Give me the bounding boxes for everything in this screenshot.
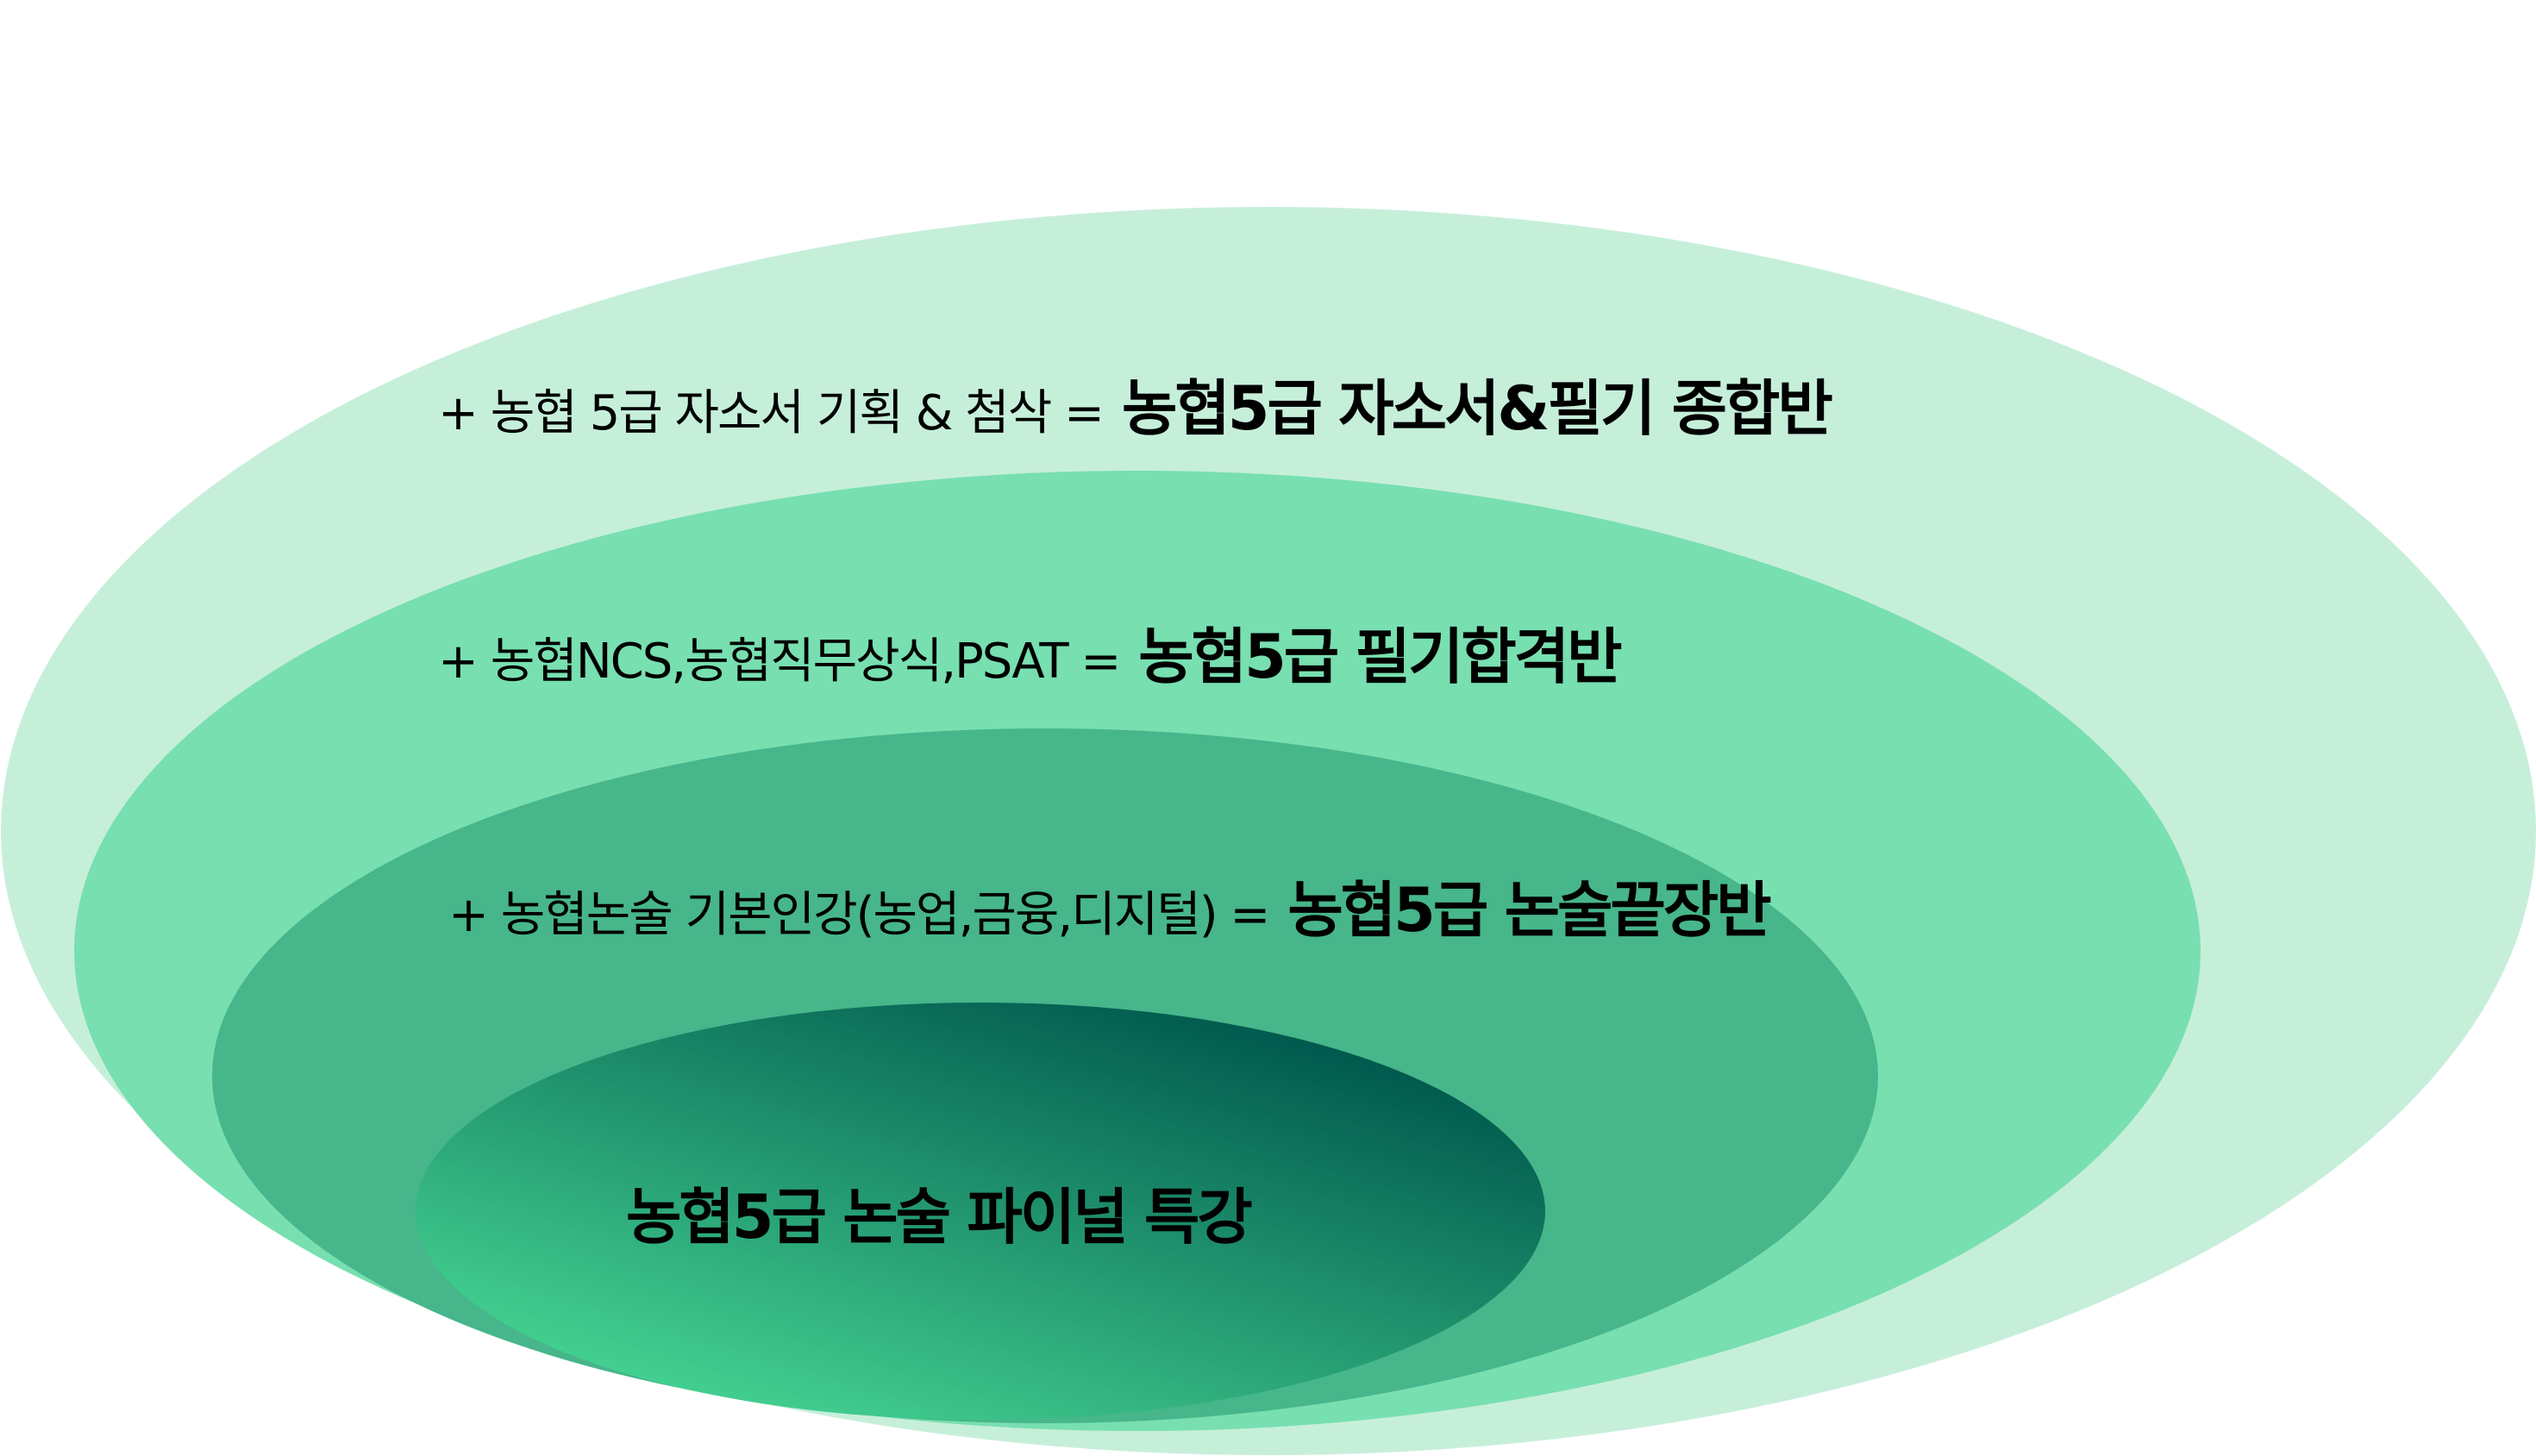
level-2-prefix: + 농협NCS,농협직무상식,PSAT = (438, 634, 1121, 690)
level-2-label: + 농협NCS,농협직무상식,PSAT = 농협5급 필기합격반 (438, 609, 1623, 696)
level-1-label: + 농협 5급 자소서 기획 & 첨삭 = 농협5급 자소서&필기 종합반 (438, 360, 1833, 447)
level-3-course: 농협5급 논술끝장반 (1287, 875, 1771, 946)
core-course: 농협5급 논술 파이널 특강 (626, 1182, 1253, 1253)
level-2-course: 농협5급 필기합격반 (1138, 622, 1622, 692)
core-label: 농협5급 논술 파이널 특강 (626, 1169, 1253, 1256)
level-3-prefix: + 농협논술 기본인강(농업,금융,디지털) = (448, 887, 1270, 943)
level-1-prefix: + 농협 5급 자소서 기획 & 첨삭 = (438, 385, 1105, 441)
level-1-course: 농협5급 자소서&필기 종합반 (1121, 373, 1833, 444)
inner-ellipse (416, 1003, 1545, 1420)
level-3-label: + 농협논술 기본인강(농업,금융,디지털) = 농협5급 논술끝장반 (448, 862, 1772, 949)
